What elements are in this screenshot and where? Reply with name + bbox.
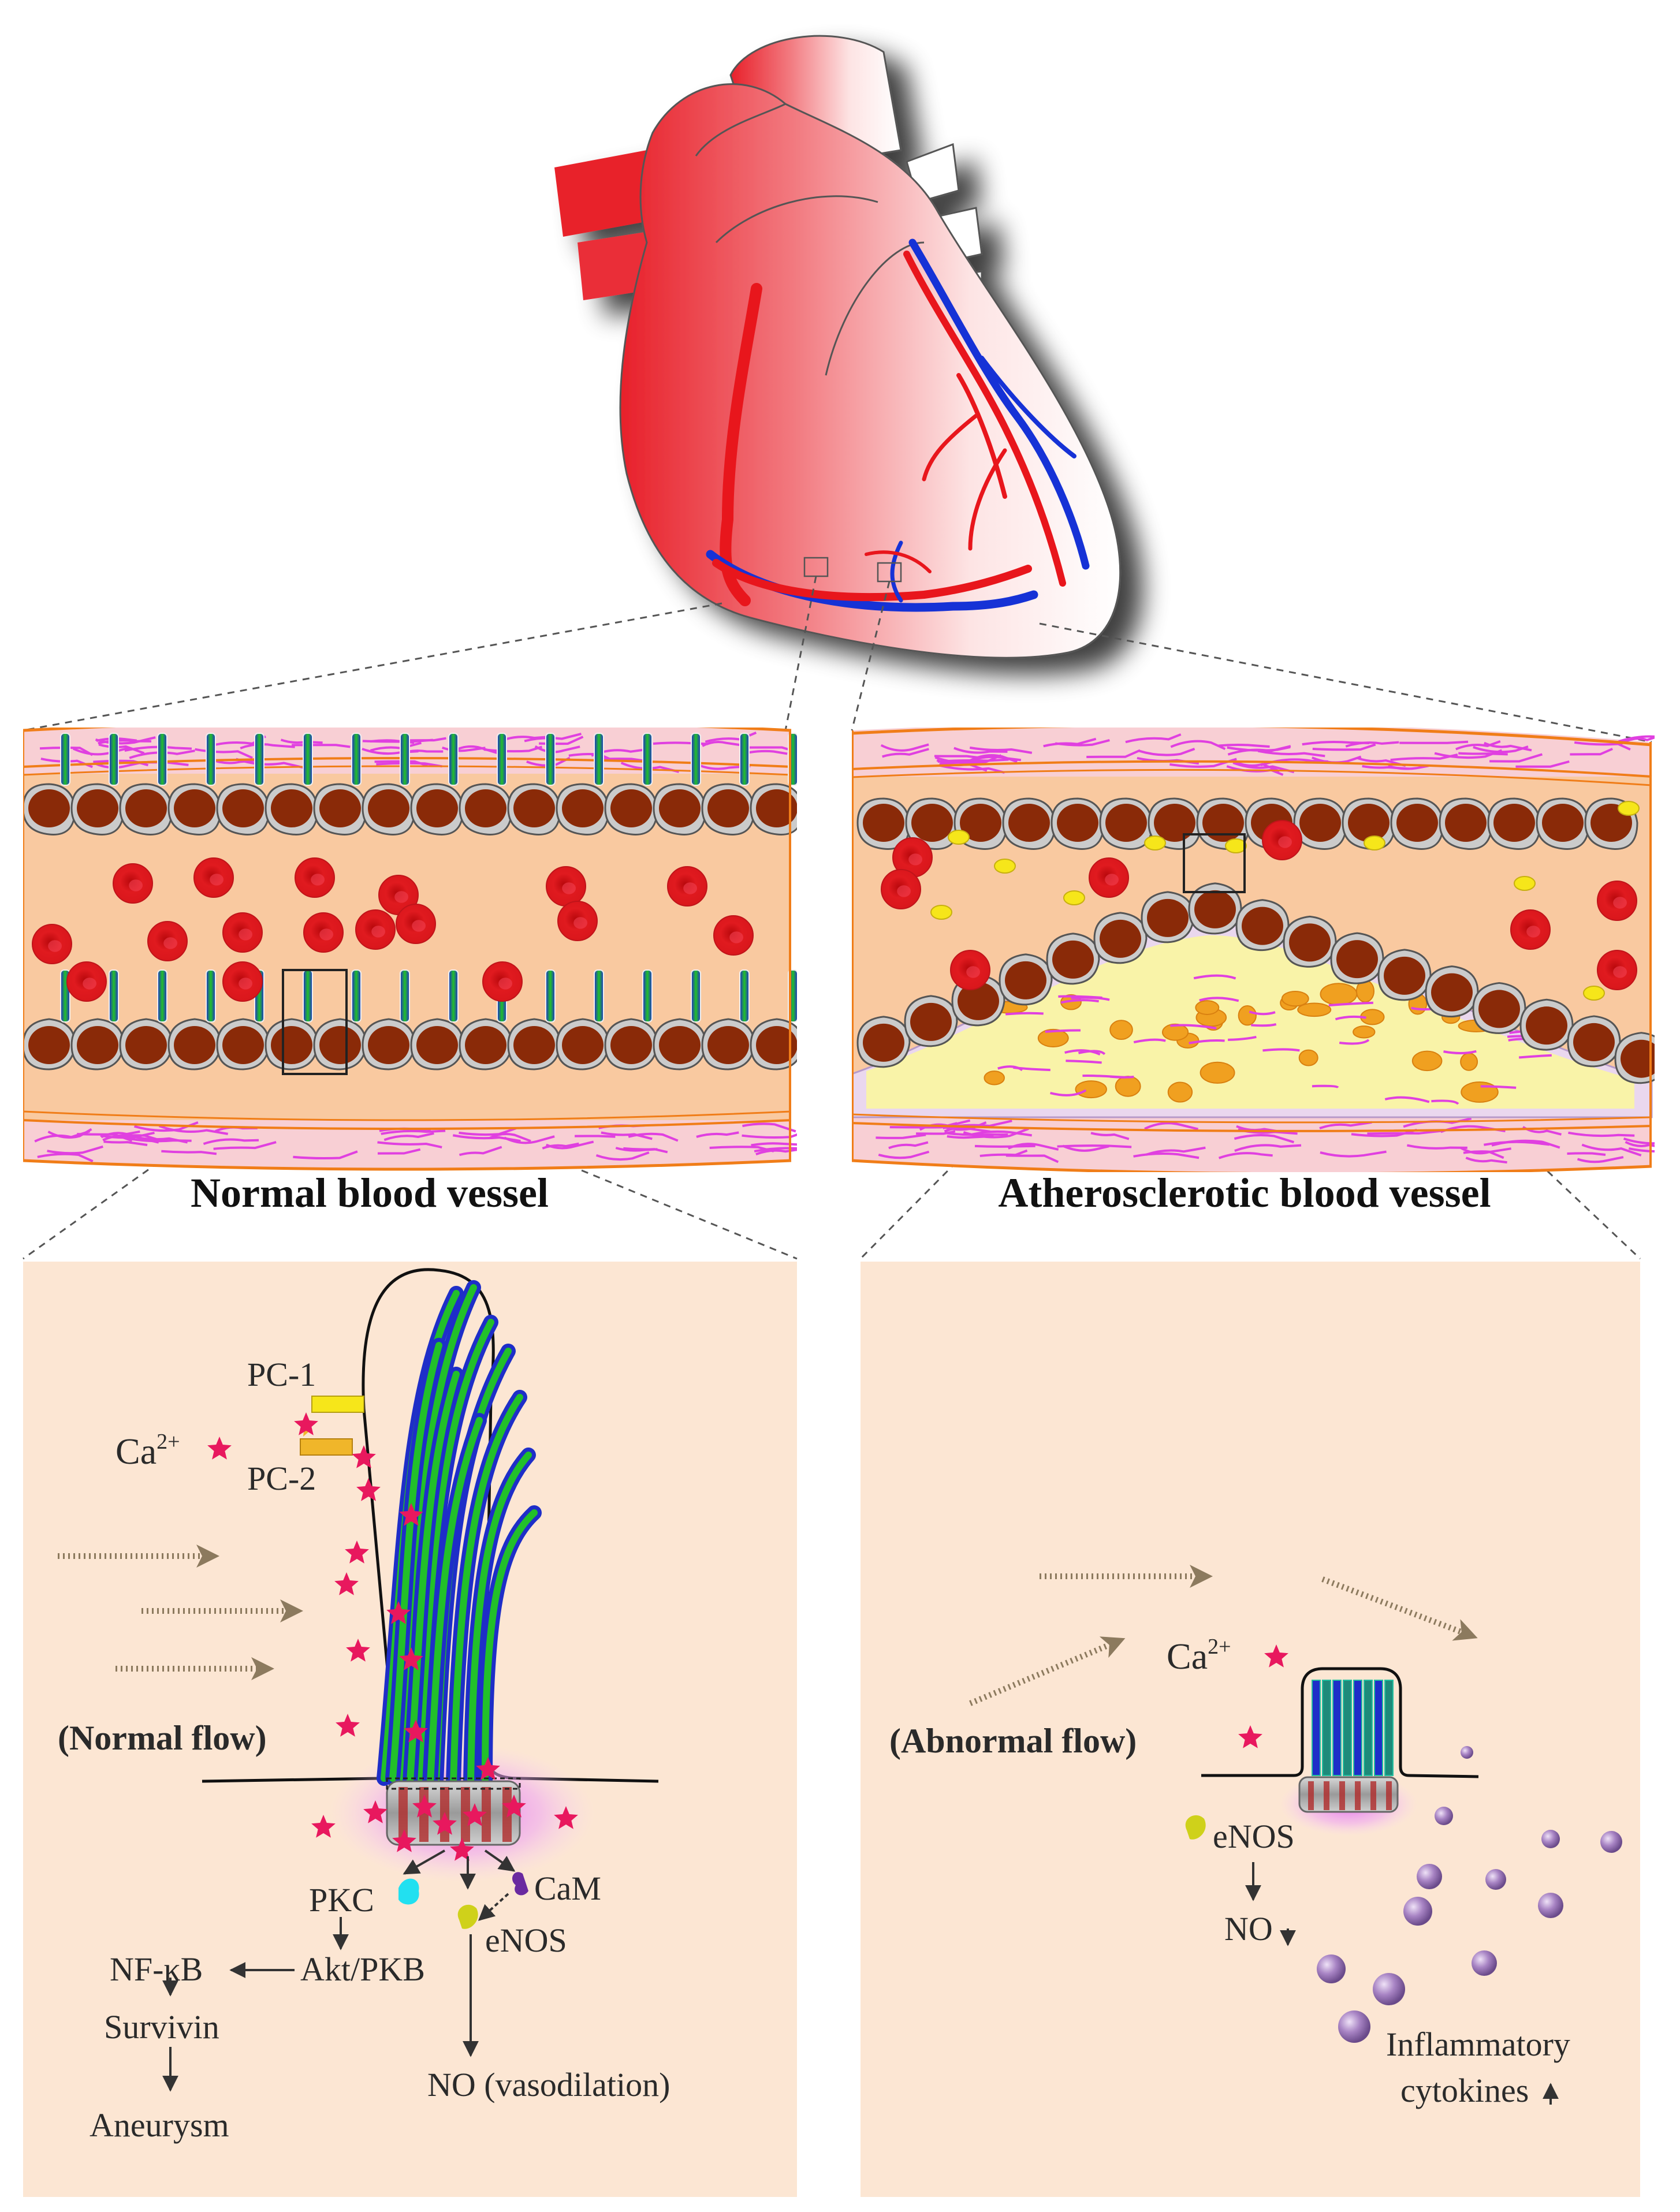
normal-vessel-caption: Normal blood vessel xyxy=(191,1170,549,1216)
short-cilium-membrane xyxy=(1201,1667,1479,1778)
abnormal-enos-label: eNOS xyxy=(1213,1818,1295,1855)
pc1-channel xyxy=(311,1396,364,1413)
athero-vessel-caption: Atherosclerotic blood vessel xyxy=(998,1170,1491,1216)
cytokines-label-line1: Inflammatory xyxy=(1386,2026,1570,2063)
normal-flow-arrows xyxy=(58,1545,303,1680)
calcium-star-icon xyxy=(392,1829,416,1852)
cytokine-sphere-icon xyxy=(1403,1897,1432,1926)
cytokine-sphere-icon xyxy=(1417,1864,1442,1889)
enos-label: eNOS xyxy=(485,1922,567,1959)
heart-illustration xyxy=(554,35,1122,659)
calcium-ions xyxy=(207,1412,578,1861)
calcium-star-icon xyxy=(399,1503,423,1526)
abnormal-enos-icon xyxy=(1185,1815,1206,1840)
calcium-label: Ca2+ xyxy=(116,1430,180,1472)
normal-blood-vessel xyxy=(23,728,797,1171)
calcium-star-icon xyxy=(476,1757,500,1780)
pc2-label: PC-2 xyxy=(247,1460,316,1497)
calcium-star-icon xyxy=(345,1540,369,1564)
cytokine-sphere-icon xyxy=(1435,1807,1453,1825)
calcium-star-icon xyxy=(399,1647,423,1670)
calcium-star-icon xyxy=(1238,1725,1262,1748)
normal-flow-panel: PC-1 PC-2 Ca2+ (Normal flow) PKC CaM xyxy=(23,1262,797,2197)
abnormal-flow-label: (Abnormal flow) xyxy=(889,1722,1137,1760)
abnormal-calcium-label: Ca2+ xyxy=(1167,1635,1231,1677)
nfkb-label: NF-κB xyxy=(110,1950,203,1988)
calcium-star-icon xyxy=(412,1795,437,1818)
calcium-star-icon xyxy=(346,1639,370,1662)
calcium-star-icon xyxy=(334,1572,359,1595)
calcium-star-icon xyxy=(502,1795,526,1818)
cytokine-sphere-icon xyxy=(1317,1954,1346,1983)
cam-icon xyxy=(512,1872,528,1896)
calcium-star-icon xyxy=(356,1478,381,1501)
calcium-star-icon xyxy=(294,1412,318,1435)
primary-cilium xyxy=(377,1280,542,1791)
calcium-star-icon xyxy=(554,1806,578,1829)
survivin-label: Survivin xyxy=(104,2008,219,2046)
normal-flow-label: (Normal flow) xyxy=(58,1719,267,1757)
aneurysm-label: Aneurysm xyxy=(90,2106,229,2144)
calcium-star-icon xyxy=(386,1601,411,1624)
pkc-icon xyxy=(398,1878,419,1905)
calcium-star-icon xyxy=(433,1812,457,1835)
cytokine-sphere-icon xyxy=(1472,1950,1497,1976)
calcium-star-icon xyxy=(336,1714,360,1737)
calcium-star-icon xyxy=(363,1800,388,1823)
calcium-star-icon xyxy=(463,1803,487,1826)
basal-body xyxy=(386,1777,521,1846)
pc2-channel xyxy=(300,1438,353,1456)
pkc-label: PKC xyxy=(309,1881,374,1919)
calcium-star-icon xyxy=(311,1815,336,1838)
calcium-star-icon xyxy=(207,1437,232,1460)
cytokine-spheres xyxy=(1317,1746,1622,2043)
calcium-star-icon xyxy=(404,1719,428,1743)
pc1-label: PC-1 xyxy=(247,1356,316,1393)
enos-icon xyxy=(457,1904,478,1929)
cytokine-sphere-icon xyxy=(1541,1830,1560,1848)
cytokine-sphere-icon xyxy=(1461,1746,1473,1759)
cytokine-sphere-icon xyxy=(1600,1831,1622,1853)
atherosclerotic-blood-vessel xyxy=(852,728,1655,1172)
abnormal-flow-panel: Ca2+ (Abnormal flow) eNOS NO Inflammator… xyxy=(861,1262,1640,2197)
abnormal-calcium-ions xyxy=(1238,1644,1288,1748)
abnormal-flow-arrows xyxy=(969,1565,1478,1706)
calcium-star-icon xyxy=(352,1445,376,1468)
calcium-star-icon xyxy=(1264,1644,1288,1668)
cytokine-sphere-icon xyxy=(1338,2010,1370,2043)
cytokines-label-line2: cytokines xyxy=(1400,2072,1529,2109)
cytokine-sphere-icon xyxy=(1373,1973,1405,2005)
akt-label: Akt/PKB xyxy=(300,1950,425,1988)
cytokine-sphere-icon xyxy=(1485,1869,1506,1890)
cam-label: CaM xyxy=(534,1870,601,1907)
no-label: NO (vasodilation) xyxy=(427,2066,670,2103)
calcium-star-icon xyxy=(450,1838,474,1861)
short-cilium xyxy=(1312,1680,1394,1776)
cytokine-sphere-icon xyxy=(1538,1893,1563,1918)
signaling-pathway xyxy=(162,1849,516,2092)
abnormal-no-label: NO xyxy=(1224,1910,1273,1948)
